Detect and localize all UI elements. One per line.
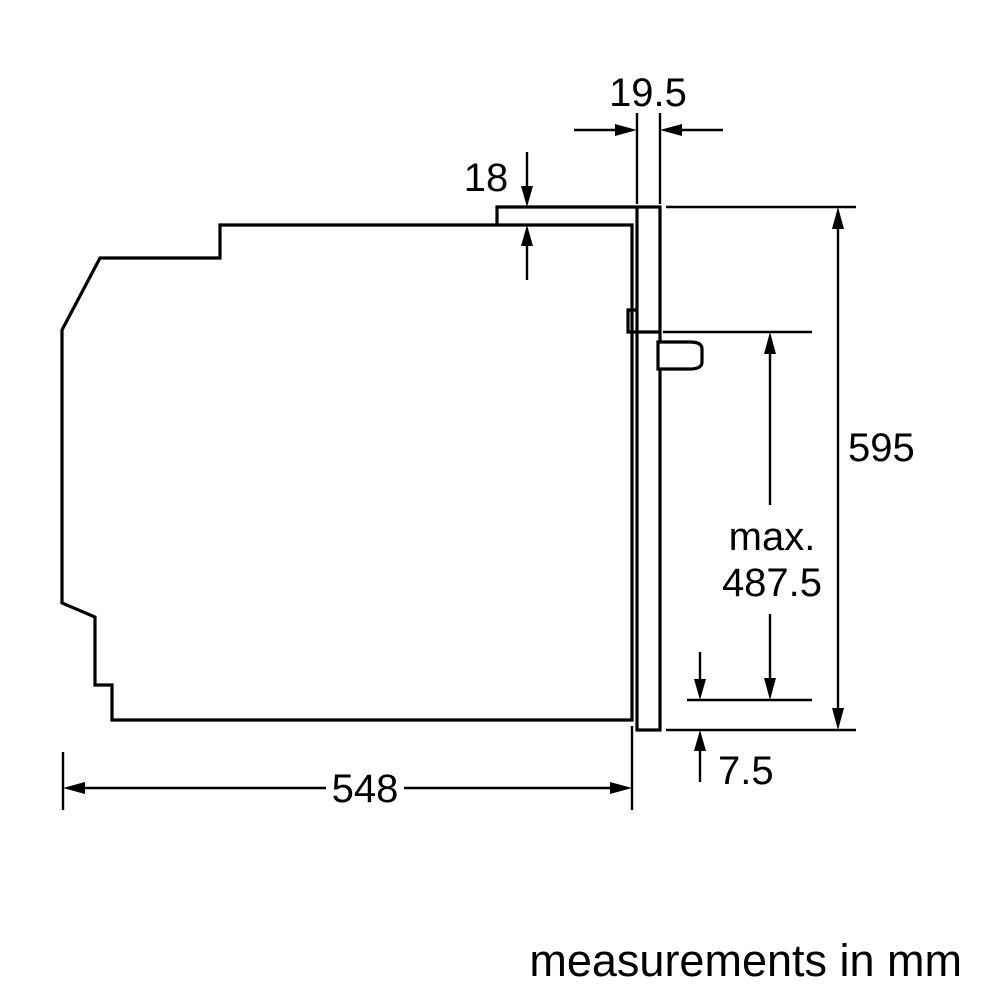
arrowhead-down-icon bbox=[832, 708, 844, 730]
dimension-label-max: max. bbox=[729, 515, 816, 559]
dimension-label-548: 548 bbox=[332, 767, 399, 811]
arrowhead-left-icon bbox=[63, 782, 85, 794]
door-handle bbox=[656, 340, 704, 371]
dimension-door-panel-thickness: 19.5 bbox=[574, 71, 723, 204]
arrowhead-right-icon bbox=[610, 782, 632, 794]
dimension-top-overhang: 18 bbox=[464, 152, 533, 280]
dimension-label-7-5: 7.5 bbox=[718, 749, 774, 793]
oven-body-profile bbox=[60, 223, 634, 722]
dimension-overall-height: 595 bbox=[666, 205, 915, 732]
arrowhead-left-icon bbox=[660, 124, 682, 136]
arrowhead-up-icon bbox=[764, 332, 776, 354]
units-note: measurements in mm bbox=[529, 935, 962, 986]
dimension-label-487-5: 487.5 bbox=[722, 561, 822, 605]
dimension-bottom-clearance: 7.5 bbox=[694, 652, 774, 793]
arrowhead-up-icon bbox=[832, 207, 844, 229]
dimension-label-595: 595 bbox=[848, 426, 915, 470]
dimension-label-18: 18 bbox=[464, 156, 509, 200]
door-hinge-notch bbox=[626, 308, 637, 334]
oven-top-plate bbox=[495, 205, 637, 225]
arrowhead-down-icon bbox=[694, 679, 706, 700]
arrowhead-up-icon bbox=[521, 225, 533, 246]
oven-door-panel bbox=[635, 205, 662, 732]
dimension-label-19-5: 19.5 bbox=[609, 71, 687, 115]
oven-outline bbox=[60, 205, 704, 732]
arrowhead-right-icon bbox=[615, 124, 637, 136]
arrowhead-down-icon bbox=[521, 186, 533, 207]
dimension-body-depth: 548 bbox=[61, 726, 634, 811]
arrowhead-down-icon bbox=[764, 678, 776, 700]
arrowhead-up-icon bbox=[694, 730, 706, 751]
dimension-max-height: max. 487.5 bbox=[663, 330, 822, 702]
